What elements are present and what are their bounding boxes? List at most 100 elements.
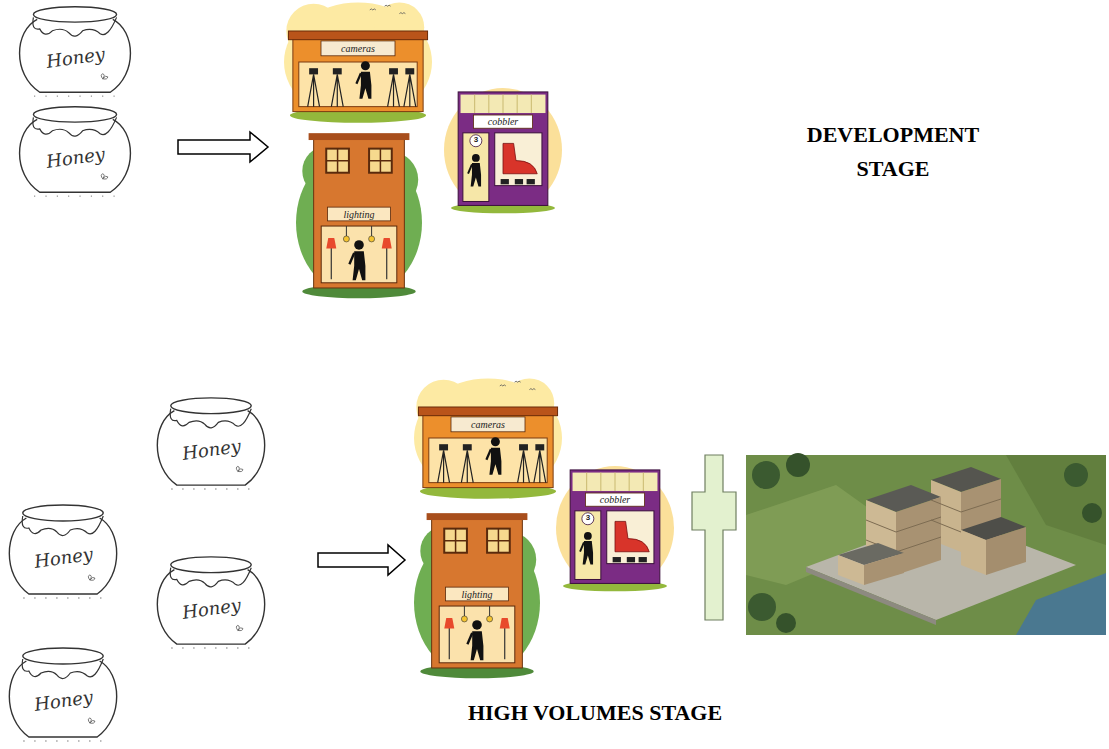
- ground-dot: [91, 95, 92, 96]
- lamp-bulb: [487, 616, 493, 622]
- upper-window: [487, 529, 510, 553]
- lamp-shade: [326, 238, 336, 248]
- lamp-cord: [464, 606, 465, 616]
- honey-drips: [22, 659, 103, 679]
- lamp-bulb: [343, 236, 349, 242]
- pot-rim: [23, 648, 104, 664]
- lamp-bulb: [461, 616, 467, 622]
- ground-dot: [113, 95, 114, 96]
- shop-front: [423, 413, 553, 487]
- person-arm: [356, 73, 361, 84]
- upper-window: [326, 149, 349, 173]
- band-stripe: [503, 95, 504, 113]
- person-head: [491, 437, 500, 446]
- ground-dot: [23, 597, 24, 598]
- ground-dot: [45, 740, 46, 741]
- camera: [405, 68, 414, 74]
- band-stripe: [643, 473, 644, 491]
- person-head: [584, 532, 592, 540]
- ground-dot: [204, 647, 205, 648]
- ground-dot: [45, 597, 46, 598]
- honey-pot: Honey: [2, 500, 124, 600]
- heart: [236, 466, 243, 471]
- shop-sign-text: lighting: [461, 589, 492, 600]
- ground-dot: [57, 195, 58, 196]
- person-arm: [580, 542, 584, 551]
- cornice: [418, 407, 557, 416]
- shop-sign: [321, 41, 395, 56]
- ground-dot: [215, 488, 216, 489]
- band-stripe: [531, 95, 532, 113]
- person-silhouette: [359, 72, 371, 99]
- pot-rim: [33, 7, 116, 22]
- bird: [370, 9, 376, 10]
- tripod: [461, 450, 473, 482]
- shop-sign: [446, 587, 509, 601]
- ground-dot: [182, 488, 183, 489]
- shop-front: [314, 137, 405, 288]
- camera: [389, 68, 398, 74]
- band-stripe: [474, 95, 475, 113]
- shop: cameras: [284, 0, 432, 124]
- building-wall: [961, 530, 986, 575]
- shoe: [639, 557, 647, 562]
- camera: [333, 68, 342, 74]
- honey-pot: Honey: [2, 643, 124, 743]
- shoe: [501, 179, 509, 184]
- door: [463, 133, 489, 202]
- node-drawing: [444, 84, 562, 216]
- tripod: [534, 450, 546, 482]
- cloud: [414, 378, 562, 497]
- lamp-shade: [444, 618, 454, 628]
- stage-title: HIGH VOLUMES STAGE: [405, 696, 785, 730]
- ground-dot: [23, 740, 24, 741]
- shop-sign-text: cameras: [471, 419, 505, 430]
- ground-dot: [102, 195, 103, 196]
- ground-dot: [34, 195, 35, 196]
- ground-dot: [171, 647, 172, 648]
- ground-dot: [100, 597, 101, 598]
- pot-rim: [33, 107, 116, 122]
- lamp-stand: [331, 245, 332, 279]
- honey-drips: [170, 568, 251, 587]
- person-arm: [486, 449, 491, 460]
- top-band: [461, 95, 546, 113]
- pot-body: [20, 119, 131, 192]
- ground-dot: [215, 647, 216, 648]
- heart: [101, 174, 108, 179]
- block-arrow: [318, 545, 405, 575]
- honey-pot: Honey: [150, 552, 272, 650]
- tripod: [388, 74, 400, 106]
- building-wall: [864, 553, 904, 585]
- building-wall: [986, 527, 1026, 575]
- bird: [399, 13, 405, 14]
- tripod: [331, 74, 343, 106]
- pot-body: [157, 570, 264, 644]
- tree: [752, 461, 780, 489]
- person-silhouette: [471, 163, 481, 186]
- bird: [515, 381, 521, 382]
- heart: [236, 625, 243, 630]
- shop: cameras: [414, 376, 562, 500]
- bird: [385, 5, 391, 6]
- ground-dot: [56, 740, 57, 741]
- camera: [519, 444, 528, 450]
- top-band: [573, 473, 658, 491]
- shop-sign-text: cameras: [341, 43, 375, 54]
- band-stripe: [600, 473, 601, 491]
- lamp-cord: [489, 606, 490, 616]
- person-arm: [467, 633, 472, 644]
- building-wall: [838, 555, 864, 585]
- honey-drips: [170, 409, 251, 428]
- node-drawing: [414, 376, 562, 500]
- shop-front: [293, 37, 423, 111]
- shop-sign: [328, 207, 391, 221]
- ground-dot: [248, 647, 249, 648]
- ground-dot: [193, 488, 194, 489]
- cornice: [427, 513, 528, 520]
- ground-dot: [237, 488, 238, 489]
- camera: [535, 444, 544, 450]
- pot-body: [20, 19, 131, 92]
- tree: [1064, 463, 1088, 487]
- person-silhouette: [353, 251, 366, 280]
